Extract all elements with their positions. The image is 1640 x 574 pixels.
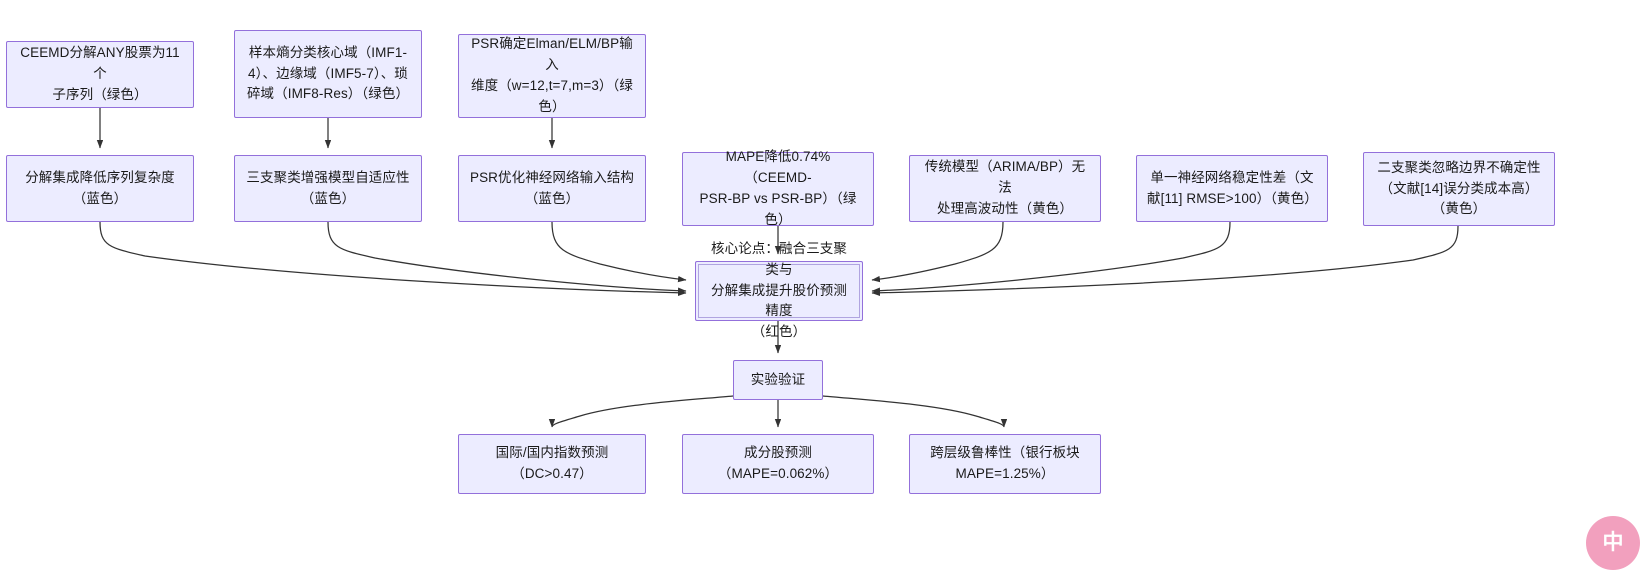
node-core-thesis[interactable]: 核心论点：融合三支聚类与 分解集成提升股价预测精度 （红色） <box>695 241 863 339</box>
node-label: 跨层级鲁棒性（银行板块 MAPE=1.25%） <box>930 445 1080 481</box>
node-mape-reduction[interactable]: MAPE降低0.74%（CEEMD- PSR-BP vs PSR-BP）（绿 色… <box>682 149 874 227</box>
edge-n10-core <box>871 225 1459 297</box>
node-label: 分解集成降低序列复杂度 （蓝色） <box>25 169 175 206</box>
node-single-network-instability[interactable]: 单一神经网络稳定性差（文 献[11] RMSE>100）（黄色） <box>1136 155 1328 222</box>
node-label: MAPE降低0.74%（CEEMD- PSR-BP vs PSR-BP）（绿 色… <box>699 149 857 227</box>
node-ceemd-decompose[interactable]: CEEMD分解ANY股票为11个 子序列（绿色） <box>6 41 194 108</box>
node-label: 传统模型（ARIMA/BP）无法 处理高波动性（黄色） <box>924 159 1086 216</box>
node-label: CEEMD分解ANY股票为11个 子序列（绿色） <box>20 45 180 102</box>
node-psr-optimize-network[interactable]: PSR优化神经网络输入结构 （蓝色） <box>458 155 646 222</box>
node-label: 国际/国内指数预测 （DC>0.47） <box>495 445 609 481</box>
edge-n6-core <box>551 221 687 283</box>
edge-n4-core <box>99 221 687 297</box>
node-traditional-model-limit[interactable]: 传统模型（ARIMA/BP）无法 处理高波动性（黄色） <box>909 155 1101 222</box>
node-label: 样本熵分类核心域（IMF1- 4）、边缘域（IMF5-7）、琐 碎域（IMF8-… <box>246 44 410 102</box>
edge-exp-r1 <box>548 395 734 428</box>
node-cross-level-robustness[interactable]: 跨层级鲁棒性（银行板块 MAPE=1.25%） <box>909 434 1101 494</box>
node-label: 二支聚类忽略边界不确定性 （文献[14]误分类成本高） （黄色） <box>1377 159 1541 217</box>
edge-n8-core <box>871 221 1004 283</box>
node-reduce-complexity[interactable]: 分解集成降低序列复杂度 （蓝色） <box>6 155 194 222</box>
node-index-forecast[interactable]: 国际/国内指数预测 （DC>0.47） <box>458 434 646 494</box>
node-label: PSR优化神经网络输入结构 （蓝色） <box>469 169 635 206</box>
node-label: 实验验证 <box>750 371 806 387</box>
node-experiment-validation[interactable]: 实验验证 <box>733 360 823 400</box>
node-label: 单一神经网络稳定性差（文 献[11] RMSE>100）（黄色） <box>1147 169 1318 206</box>
node-psr-input-dimension[interactable]: PSR确定Elman/ELM/BP输入 维度（w=12,t=7,m=3）（绿 色… <box>458 34 646 118</box>
node-label: 三支聚类增强模型自适应性 （蓝色） <box>246 169 410 206</box>
node-label: PSR确定Elman/ELM/BP输入 维度（w=12,t=7,m=3）（绿 色… <box>471 36 633 114</box>
node-label: 核心论点：融合三支聚类与 分解集成提升股价预测精度 （红色） <box>711 240 847 340</box>
node-three-way-clustering-adaptive[interactable]: 三支聚类增强模型自适应性 （蓝色） <box>234 155 422 222</box>
edge-n9-core <box>871 221 1231 294</box>
node-constituent-stock-forecast[interactable]: 成分股预测 （MAPE=0.062%） <box>682 434 874 494</box>
watermark-badge: 中 <box>1586 516 1640 570</box>
watermark-text: 中 <box>1602 530 1624 554</box>
edge-n5-core <box>327 221 687 294</box>
edge-exp-r3 <box>822 395 1008 428</box>
node-sample-entropy-classify[interactable]: 样本熵分类核心域（IMF1- 4）、边缘域（IMF5-7）、琐 碎域（IMF8-… <box>234 30 422 118</box>
node-two-way-clustering-boundary[interactable]: 二支聚类忽略边界不确定性 （文献[14]误分类成本高） （黄色） <box>1363 152 1555 226</box>
node-label: 成分股预测 （MAPE=0.062%） <box>717 445 839 481</box>
